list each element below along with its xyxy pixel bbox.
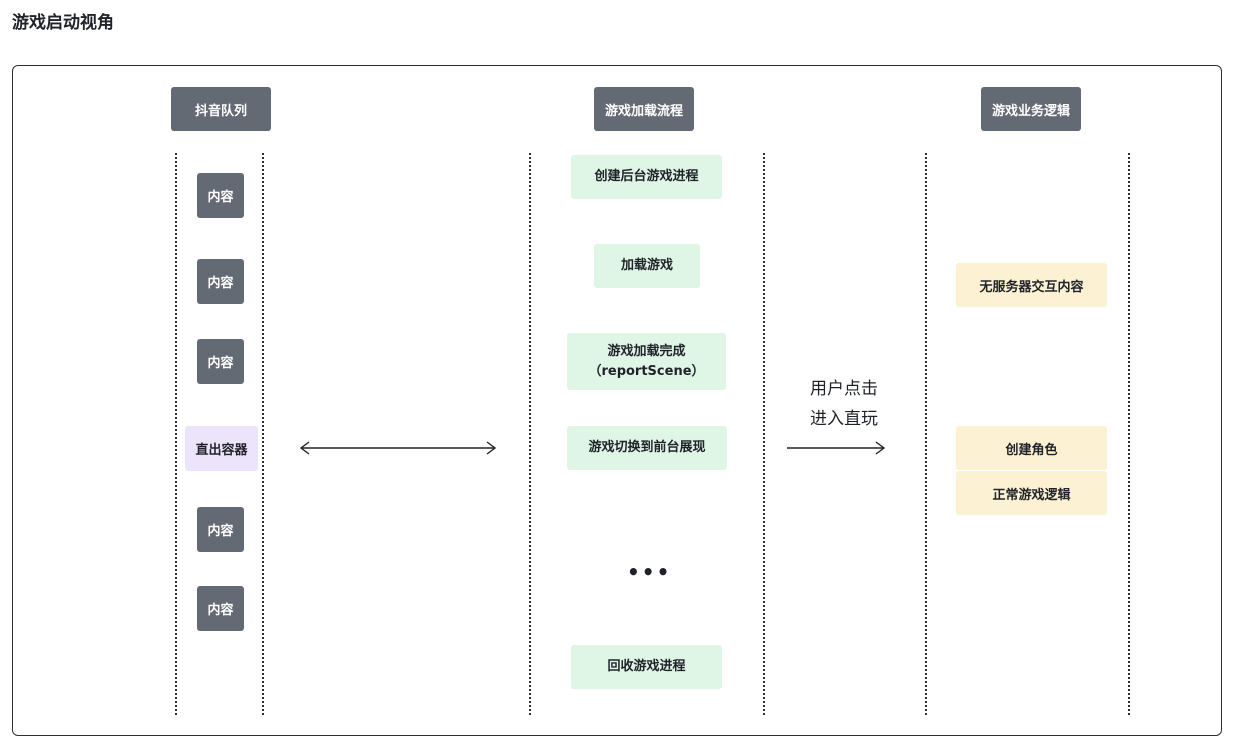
biz-item-normal-logic: 正常游戏逻辑 bbox=[956, 471, 1107, 515]
lane-divider bbox=[925, 153, 927, 715]
step-load-complete-line2: （reportScene） bbox=[588, 363, 705, 379]
queue-item-direct-container: 直出容器 bbox=[185, 426, 258, 471]
lane-divider bbox=[175, 153, 177, 715]
page-title: 游戏启动视角 bbox=[12, 13, 114, 33]
right-arrow bbox=[787, 441, 886, 455]
lane-divider bbox=[262, 153, 264, 715]
queue-item-content: 内容 bbox=[197, 507, 244, 552]
column-header-game-business: 游戏业务逻辑 bbox=[981, 87, 1081, 131]
column-header-douyin-queue: 抖音队列 bbox=[171, 87, 271, 131]
step-load-complete-line1: 游戏加载完成 bbox=[607, 343, 686, 359]
diagram-frame bbox=[12, 65, 1222, 736]
lane-divider bbox=[1128, 153, 1130, 715]
user-action-line2: 进入直玩 bbox=[810, 409, 878, 429]
user-action-label: 用户点击 进入直玩 bbox=[796, 374, 892, 434]
step-load-game: 加载游戏 bbox=[594, 244, 700, 288]
queue-item-content: 内容 bbox=[197, 586, 244, 631]
queue-item-content: 内容 bbox=[197, 259, 244, 304]
step-switch-foreground: 游戏切换到前台展现 bbox=[567, 426, 727, 470]
step-create-background-process: 创建后台游戏进程 bbox=[571, 155, 722, 199]
user-action-line1: 用户点击 bbox=[810, 379, 878, 399]
ellipsis: ••• bbox=[627, 560, 672, 584]
queue-item-content: 内容 bbox=[197, 339, 244, 384]
bidirectional-arrow bbox=[299, 441, 497, 455]
lane-divider bbox=[529, 153, 531, 715]
column-header-game-loading: 游戏加载流程 bbox=[594, 87, 694, 131]
queue-item-content: 内容 bbox=[197, 173, 244, 218]
step-recycle-process: 回收游戏进程 bbox=[571, 645, 722, 689]
biz-item-create-role: 创建角色 bbox=[956, 426, 1107, 470]
step-load-complete: 游戏加载完成 （reportScene） bbox=[567, 333, 726, 390]
lane-divider bbox=[763, 153, 765, 715]
biz-item-serverless-content: 无服务器交互内容 bbox=[956, 263, 1107, 307]
